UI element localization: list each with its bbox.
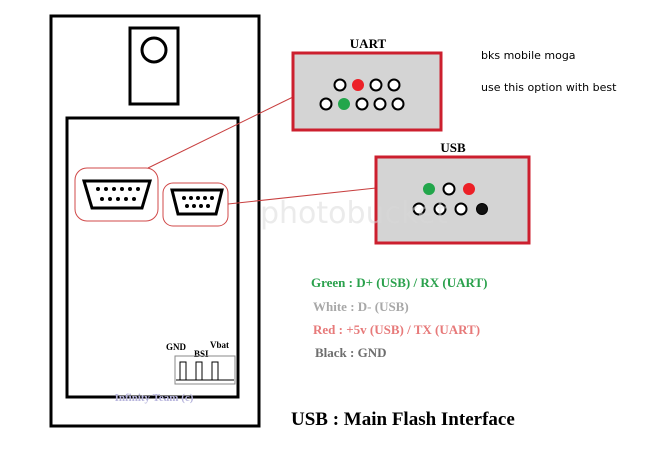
uart-pin-white bbox=[373, 97, 387, 111]
uart-pin-grid bbox=[319, 78, 405, 111]
uart-label: UART bbox=[350, 36, 387, 51]
bsi-label: BSI bbox=[194, 349, 209, 359]
camera-lens bbox=[140, 36, 168, 64]
uart-port-connector bbox=[81, 179, 153, 210]
uart-port-highlight bbox=[74, 167, 159, 222]
usb-port-pins bbox=[182, 196, 214, 208]
legend-green: Green : D+ (USB) / RX (UART) bbox=[311, 275, 487, 290]
usb-pin-grid bbox=[412, 182, 488, 216]
uart-pin-white bbox=[369, 78, 383, 92]
gnd-label: GND bbox=[166, 342, 187, 352]
phone-outline bbox=[49, 14, 261, 428]
usb-port-highlight bbox=[162, 182, 229, 227]
vbat-label: Vbat bbox=[210, 340, 229, 350]
usb-port-connector bbox=[170, 188, 224, 216]
uart-port-pins bbox=[96, 187, 140, 201]
usb-pin-white bbox=[412, 202, 426, 216]
usb-pin-red bbox=[463, 183, 475, 195]
usb-label: USB bbox=[440, 140, 466, 155]
note-line-2: use this option with best bbox=[481, 81, 617, 94]
watermark: photobucket bbox=[260, 196, 448, 231]
uart-pin-green bbox=[338, 98, 350, 110]
usb-leader-line bbox=[227, 187, 377, 205]
usb-pinout-box bbox=[374, 155, 531, 245]
battery-compartment bbox=[65, 116, 240, 399]
team-credit: Infinity Team (c) bbox=[115, 392, 194, 404]
uart-pin-white bbox=[319, 97, 333, 111]
legend-black: Black : GND bbox=[315, 345, 387, 360]
uart-pin-white bbox=[355, 97, 369, 111]
battery-contacts bbox=[174, 355, 236, 385]
usb-pin-green bbox=[423, 183, 435, 195]
uart-pin-white bbox=[391, 97, 405, 111]
note-line-1: bks mobile moga bbox=[481, 49, 576, 62]
uart-pin-white bbox=[333, 78, 347, 92]
usb-pin-white bbox=[442, 182, 456, 196]
uart-leader-line bbox=[147, 96, 294, 169]
usb-pin-white bbox=[433, 202, 447, 216]
camera-block bbox=[128, 26, 180, 106]
uart-pinout-box bbox=[291, 51, 443, 132]
diagram-title: USB : Main Flash Interface bbox=[291, 409, 515, 430]
legend-red: Red : +5v (USB) / TX (UART) bbox=[313, 322, 480, 337]
legend-white: White : D- (USB) bbox=[313, 299, 409, 314]
usb-pin-black bbox=[476, 203, 488, 215]
usb-pin-white bbox=[454, 202, 468, 216]
uart-pin-red bbox=[352, 79, 364, 91]
uart-pin-white bbox=[387, 78, 401, 92]
